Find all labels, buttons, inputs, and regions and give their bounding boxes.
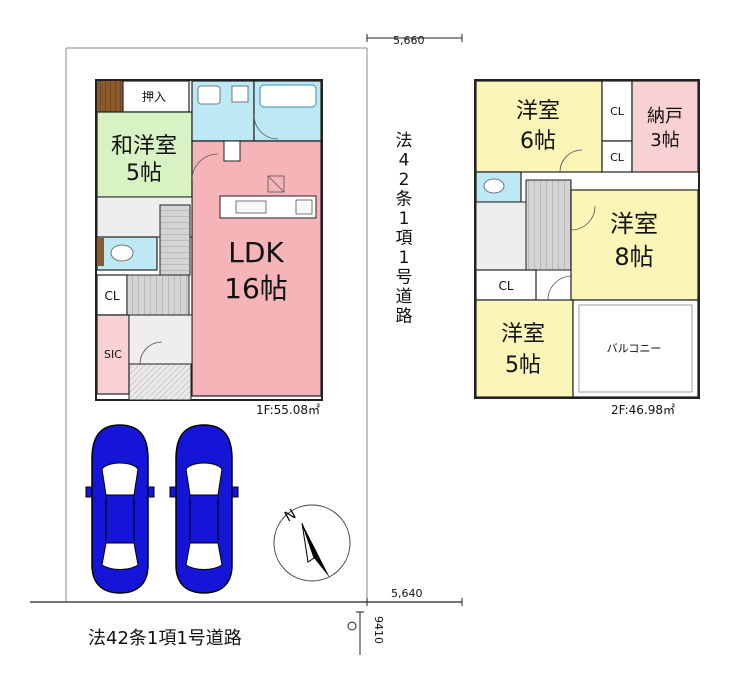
road-label-east-char: 法 [396,131,413,151]
room5-name: 洋室 [501,322,545,347]
room8-size: 8帖 [614,243,653,271]
washitsu-name: 和洋室 [111,134,177,159]
road-label-south: 法42条1項1号道路 [88,628,242,649]
road-label-east: 法42条1項1号道路 [396,131,413,327]
floor1-cl-label: CL [104,289,119,303]
floor1-area: 1F:55.08㎡ [256,403,320,417]
room6-name: 洋室 [516,99,560,124]
balcony-label: バルコニー [607,342,662,355]
car-icon [85,424,155,594]
room8-name: 洋室 [610,210,658,238]
room6-size: 6帖 [520,129,556,154]
storage-name: 納戸 [647,106,683,127]
depth-label: 9410 [372,616,385,644]
top-width-label: 5,660 [393,34,425,47]
sic-label: SIC [104,348,122,361]
road-label-east-char: 条 [396,190,413,210]
floor2-cl-a: CL [610,105,625,118]
washitsu-size: 5帖 [126,161,162,186]
room5-size: 5帖 [505,353,541,378]
road-label-east-char: 道 [396,287,413,307]
floor2-area: 2F:46.98㎡ [611,403,675,417]
site-boundary [30,34,463,655]
floor1-plan [95,79,323,401]
road-label-east-char: 1 [399,209,410,229]
storage-size: 3帖 [650,130,679,151]
floor2-plan [474,79,700,399]
car-icon [169,424,239,594]
floor2-cl-c: CL [498,279,513,293]
road-label-east-char: 号 [396,268,413,288]
road-label-east-char: 2 [399,170,410,190]
bottom-width-label: 5,640 [391,587,423,600]
road-label-east-char: 路 [396,307,413,327]
floor2-cl-b: CL [610,151,625,164]
oshiire-label: 押入 [142,90,166,104]
road-label-east-char: 4 [399,151,410,171]
compass-icon [273,504,351,582]
ldk-size: 16帖 [224,272,288,305]
road-label-east-char: 項 [396,229,413,249]
ldk-name: LDK [228,236,284,269]
road-label-east-char: 1 [399,248,410,268]
